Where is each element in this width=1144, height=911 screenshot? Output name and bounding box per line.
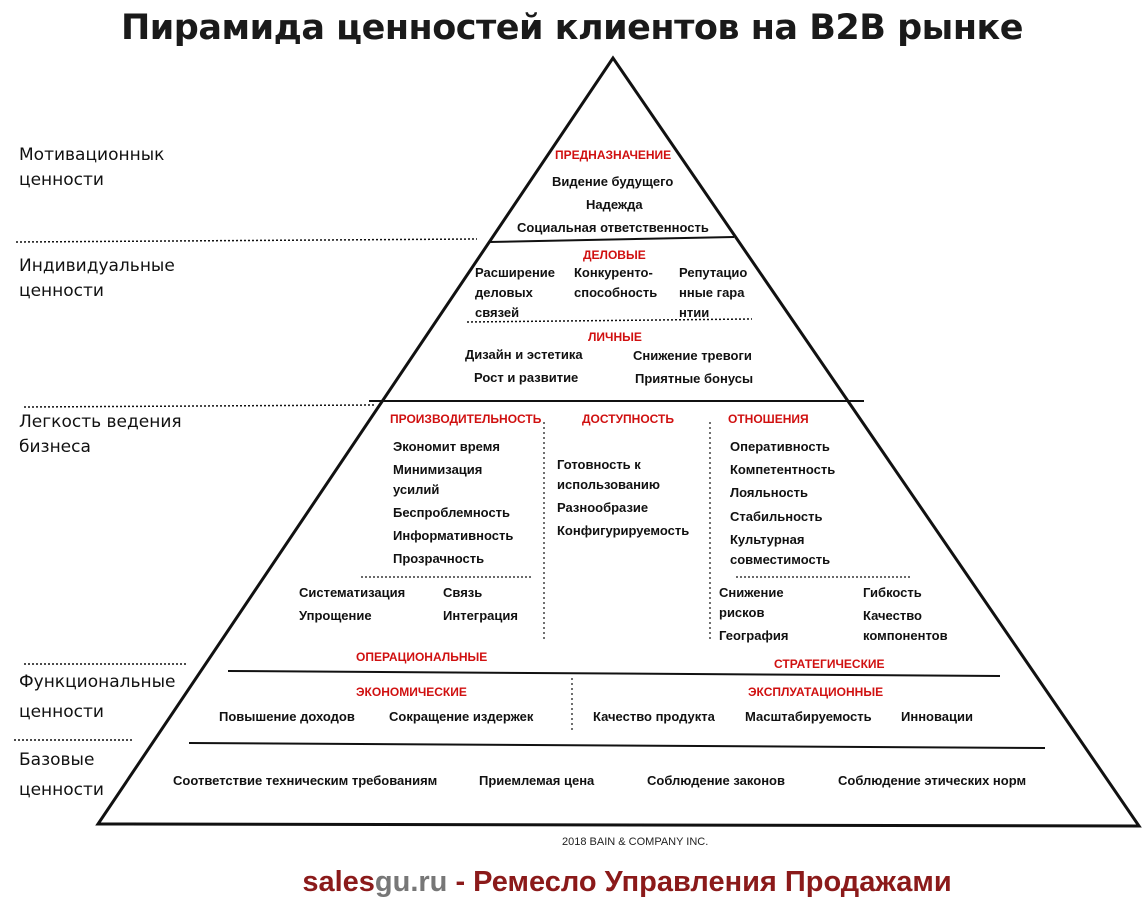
level-divider-1: [15, 238, 478, 243]
level-label-basic: Базовые ценности: [19, 750, 104, 800]
productivity-extra-item: Интеграция: [443, 608, 518, 623]
accessibility-item: Разнообразие: [557, 500, 649, 515]
purpose-item: Надежда: [586, 197, 643, 212]
productivity-header: ПРОИЗВОДИТЕЛЬНОСТЬ: [390, 412, 542, 426]
brand-part-sales: sales: [302, 866, 375, 898]
productivity-extra-item: Систематизация: [299, 585, 406, 600]
relations-item: Компетентность: [730, 462, 836, 477]
relations-extra-item: Снижение рисков: [719, 585, 784, 620]
relations-item: Оперативность: [730, 439, 830, 454]
exploitation-item: Инновации: [901, 709, 974, 724]
base-item: Соблюдение законов: [647, 773, 785, 788]
relations-extra-item: География: [719, 628, 789, 643]
purpose-item: Социальная ответственность: [517, 220, 709, 235]
productivity-item: Беспроблемность: [393, 505, 511, 520]
brand-part-domain: gu.ru: [374, 866, 448, 898]
relations-extra-item: Качество компонентов: [863, 608, 948, 643]
level-label-motivational: Мотивационнык ценности: [19, 145, 165, 190]
business-personal-divider: [466, 318, 753, 323]
pyramid-outline: [95, 55, 1142, 828]
exploitation-item: Качество продукта: [593, 709, 715, 724]
relations-item: Культурная совместимость: [730, 532, 831, 567]
personal-item: Дизайн и эстетика: [465, 347, 583, 362]
business-header: ДЕЛОВЫЕ: [583, 248, 646, 262]
relations-header: ОТНОШЕНИЯ: [728, 412, 809, 426]
economic-header: ЭКОНОМИЧЕСКИЕ: [356, 685, 467, 699]
copyright-credit: 2018 BAIN & COMPANY INC.: [562, 836, 709, 848]
personal-item: Снижение тревоги: [633, 348, 752, 363]
base-item: Соблюдение этических норм: [838, 773, 1027, 788]
relations-extra-item: Гибкость: [863, 585, 922, 600]
exploitation-item: Масштабируемость: [745, 709, 872, 724]
purpose-bottom-line: [488, 236, 735, 243]
productivity-item: Прозрачность: [393, 551, 485, 566]
level-divider-2: [23, 404, 375, 408]
level-label-functional: Функциональные ценности: [19, 672, 176, 722]
productivity-extra-item: Упрощение: [299, 608, 372, 623]
productivity-item: Экономит время: [393, 439, 500, 454]
business-item: Конкуренто-способность: [574, 265, 658, 300]
productivity-extra-item: Связь: [443, 585, 483, 600]
economic-item: Повышение доходов: [219, 709, 355, 724]
brand-part-slogan: - Ремесло Управления Продажами: [447, 866, 952, 898]
purpose-header: ПРЕДНАЗНАЧЕНИЕ: [555, 148, 672, 162]
personal-item: Приятные бонусы: [635, 371, 754, 386]
operational-header: ОПЕРАЦИОНАЛЬНЫЕ: [356, 650, 488, 664]
productivity-item: Информативность: [393, 528, 514, 543]
functional-bottom-line: [188, 742, 1046, 749]
business-item: Репутационные гарантии: [679, 265, 748, 320]
base-item: Приемлемая цена: [479, 773, 595, 788]
personal-item: Рост и развитие: [474, 370, 579, 385]
purpose-item: Видение будущего: [552, 174, 674, 189]
relations-item: Лояльность: [730, 485, 808, 500]
level-label-individual: Индивидуальные ценности: [19, 256, 175, 301]
brand-footer: salesgu.ru - Ремесло Управления Продажам…: [0, 866, 1144, 899]
economic-item: Сокращение издержек: [389, 709, 534, 724]
ease-bottom-line: [227, 670, 1001, 677]
strategic-header: СТРАТЕГИЧЕСКИЕ: [774, 657, 885, 671]
productivity-item: Минимизация усилий: [393, 462, 483, 497]
level-label-ease: Легкость ведения бизнеса: [19, 412, 182, 457]
accessibility-item: Конфигурируемость: [557, 523, 690, 538]
personal-header: ЛИЧНЫЕ: [588, 330, 642, 344]
base-item: Соответствие техническим требованиям: [173, 773, 438, 788]
accessibility-header: ДОСТУПНОСТЬ: [582, 412, 674, 426]
page-title: Пирамида ценностей клиентов на B2B рынке: [120, 8, 1024, 48]
business-item: Расширение деловых связей: [475, 265, 556, 320]
accessibility-item: Готовность к использованию: [557, 457, 661, 492]
relations-item: Стабильность: [730, 509, 823, 524]
exploitation-header: ЭКСПЛУАТАЦИОННЫЕ: [748, 685, 884, 699]
